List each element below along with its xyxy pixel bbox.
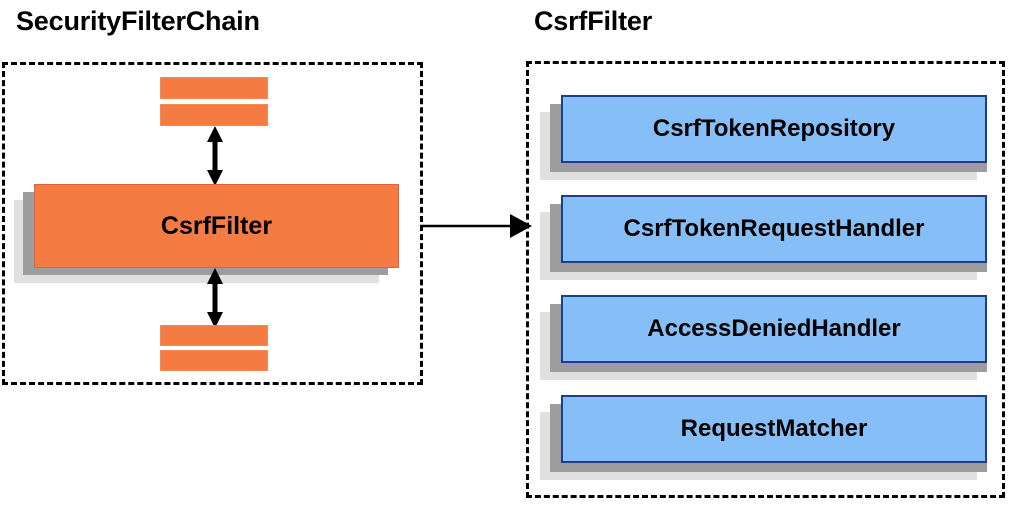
panel-csrf-filter (526, 61, 1005, 498)
box-csrf-filter[interactable]: CsrfFilter (34, 184, 399, 268)
box-csrf-token-request-handler[interactable]: CsrfTokenRequestHandler (561, 195, 987, 263)
connector-chain-down-arrow (207, 268, 223, 328)
box-request-matcher[interactable]: RequestMatcher (561, 395, 987, 463)
connector-expand-arrow (420, 214, 532, 238)
panel-title-csrf-filter: CsrfFilter (534, 6, 653, 36)
filter-bar-top-1[interactable] (160, 77, 268, 99)
filter-bar-top-2[interactable] (160, 104, 268, 126)
box-access-denied-handler[interactable]: AccessDeniedHandler (561, 295, 987, 363)
panel-security-filter-chain (2, 62, 423, 385)
box-csrf-token-repository[interactable]: CsrfTokenRepository (561, 95, 987, 163)
filter-bar-bottom-1[interactable] (160, 325, 268, 346)
filter-bar-bottom-2[interactable] (160, 350, 268, 371)
connector-chain-up-arrow (207, 126, 223, 186)
panel-title-security-filter-chain: SecurityFilterChain (16, 6, 260, 36)
